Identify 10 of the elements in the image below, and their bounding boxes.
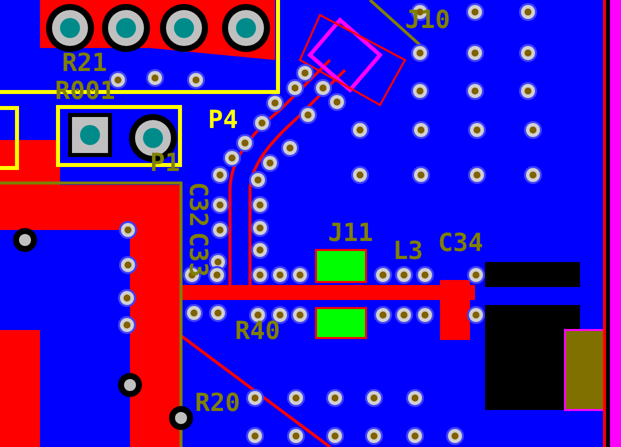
component-designator: L3 (393, 238, 424, 263)
component-designator: C34 (438, 230, 484, 255)
component-designator: R40 (235, 318, 280, 343)
component-designator: J11 (328, 220, 374, 245)
component-designator: P4 (208, 107, 238, 132)
component-designator: R20 (195, 390, 240, 415)
component-designator: C33 (186, 232, 211, 278)
component-designator: J10 (405, 7, 450, 32)
component-designator: R21 (62, 50, 108, 75)
component-designator: C32 (186, 182, 211, 228)
